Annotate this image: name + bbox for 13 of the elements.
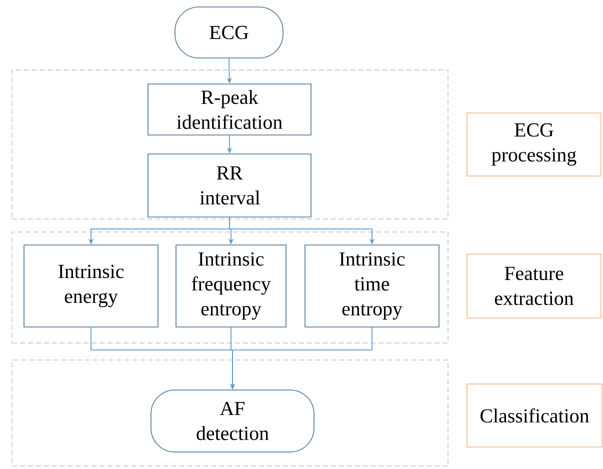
dashed-region — [12, 232, 448, 344]
terminal-box: ECG — [174, 6, 284, 58]
stage-box: Feature extraction — [466, 254, 602, 318]
process-box: Intrinsic energy — [24, 244, 158, 328]
process-box: Intrinsic time entropy — [304, 244, 440, 328]
terminal-box: AF detection — [150, 390, 314, 452]
process-box: RR interval — [148, 154, 312, 218]
process-box: R-peak identification — [148, 84, 312, 136]
stage-box: ECG processing — [466, 112, 602, 176]
dashed-region — [12, 360, 448, 466]
stage-box: Classification — [466, 384, 602, 448]
dashed-region — [12, 70, 448, 220]
process-box: Intrinsic frequency entropy — [176, 244, 286, 328]
